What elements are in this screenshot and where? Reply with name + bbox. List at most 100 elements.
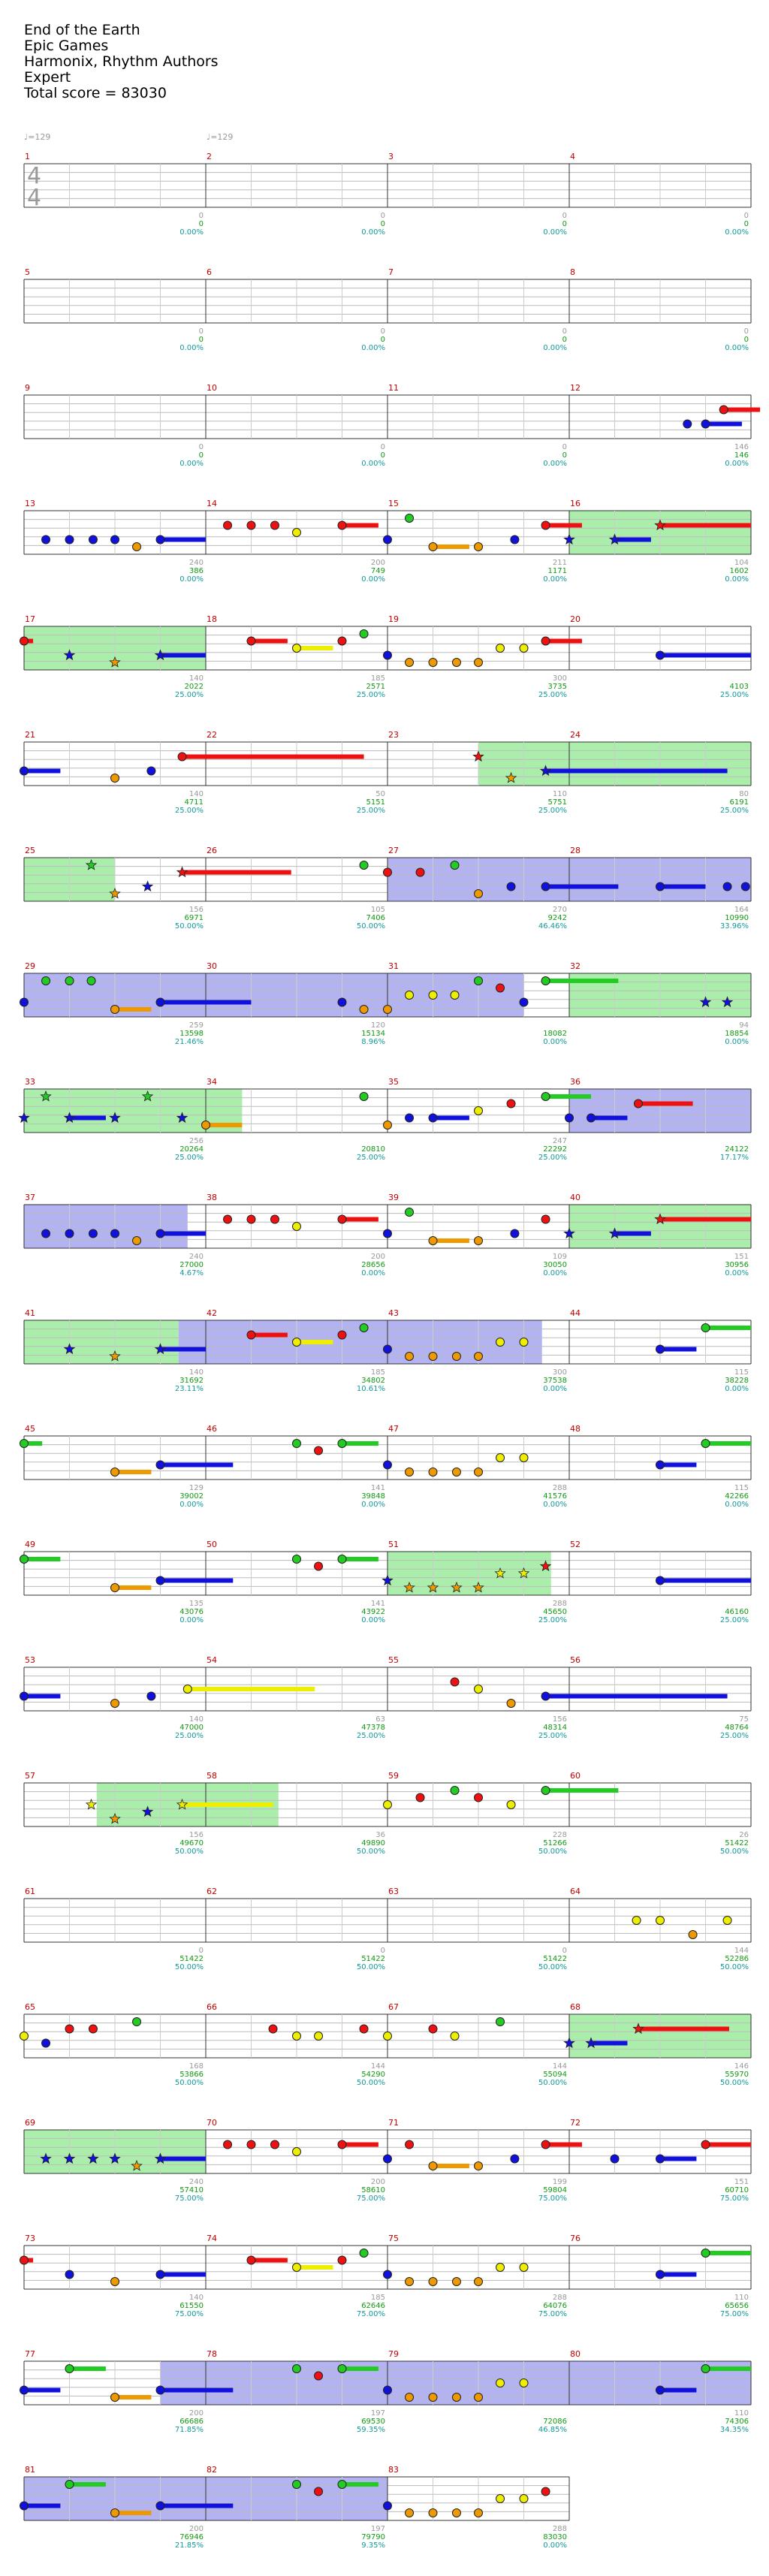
note-gem — [65, 535, 74, 544]
note-gem — [155, 2385, 165, 2395]
measure-score: 0 — [381, 443, 385, 451]
note-gem — [20, 1439, 29, 1448]
overdrive-percent: 25.00% — [720, 691, 749, 699]
note-gem — [474, 2393, 483, 2402]
measure-score: 129 — [189, 1484, 204, 1492]
note-gem — [474, 2277, 483, 2286]
overdrive-percent: 50.00% — [357, 1963, 385, 1971]
overdrive-percent: 21.46% — [175, 1038, 204, 1046]
note-gem — [701, 1439, 710, 1448]
sustain-tail — [545, 979, 619, 983]
note-gem — [510, 535, 520, 544]
measure-score: 200 — [189, 2409, 204, 2418]
star-note — [176, 866, 188, 878]
cumulative-score: 34802 — [361, 1377, 385, 1385]
measure-number: 23 — [388, 730, 399, 740]
measure-score: 270 — [553, 906, 567, 914]
cumulative-score: 83030 — [543, 2533, 567, 2541]
cumulative-score: 55970 — [725, 2071, 749, 2079]
note-gem — [405, 2393, 415, 2402]
measure-score: 0 — [744, 327, 749, 336]
sustain-tail — [115, 1585, 152, 1590]
note-gem — [314, 2032, 324, 2041]
measure-number: 2 — [207, 152, 212, 161]
measure-score: 228 — [553, 1831, 567, 1839]
measure-number: 55 — [388, 1655, 399, 1665]
measure-score: 288 — [553, 2294, 567, 2302]
sustain-tail — [24, 2503, 61, 2508]
star-note — [632, 2022, 644, 2035]
measure-score: 256 — [189, 1137, 204, 1145]
measure-number: 38 — [207, 1193, 217, 1202]
overdrive-percent: 0.00% — [543, 2541, 567, 2550]
sustain-tail — [115, 1470, 152, 1474]
note-gem — [292, 1222, 301, 1231]
overdrive-percent: 0.00% — [179, 575, 204, 584]
measure-number: 33 — [25, 1077, 35, 1087]
note-gem — [359, 1005, 369, 1014]
note-gem — [656, 1916, 665, 1925]
sustain-tail — [705, 2366, 751, 2371]
measure-number: 4 — [570, 152, 575, 161]
cumulative-score: 0 — [199, 336, 204, 344]
note-gem — [65, 2024, 74, 2034]
star-note — [539, 1560, 552, 1572]
overdrive-percent: 50.00% — [538, 2079, 567, 2087]
note-gem — [474, 1685, 483, 1694]
cumulative-score: 5151 — [366, 798, 385, 807]
cumulative-score: 18082 — [543, 1030, 567, 1038]
sustain-tail — [297, 1340, 333, 1344]
measure-number: 24 — [570, 730, 581, 740]
cumulative-score: 76946 — [179, 2533, 204, 2541]
measure-score: 200 — [189, 2525, 204, 2533]
note-gem — [656, 1344, 665, 1354]
note-gem — [359, 1092, 369, 1101]
overdrive-percent: 25.00% — [175, 691, 204, 699]
cumulative-score: 31692 — [179, 1377, 204, 1385]
note-gem — [405, 2140, 415, 2149]
note-gem — [383, 2032, 392, 2041]
overdrive-percent: 46.46% — [538, 922, 567, 931]
measure-score: 140 — [189, 790, 204, 798]
measure-number: 82 — [207, 2465, 217, 2475]
cumulative-score: 72086 — [543, 2418, 567, 2426]
note-gem — [405, 658, 415, 667]
note-gem — [155, 535, 165, 544]
sustain-tail — [660, 1347, 697, 1352]
measure-number: 44 — [570, 1308, 581, 1318]
star-note — [563, 2037, 575, 2049]
note-gem — [701, 1323, 710, 1332]
note-gem — [359, 1323, 369, 1332]
overdrive-percent: 25.00% — [357, 691, 385, 699]
measure-number: 7 — [388, 267, 394, 277]
overdrive-percent: 50.00% — [175, 2079, 204, 2087]
measure-score: 288 — [553, 1484, 567, 1492]
note-gem — [405, 2277, 415, 2286]
measure-score: 144 — [553, 2062, 567, 2071]
star-note — [176, 1112, 188, 1124]
note-gem — [86, 976, 96, 985]
note-gem — [541, 882, 550, 891]
note-gem — [383, 1460, 392, 1470]
measure-number: 60 — [570, 1771, 581, 1781]
measure-number: 13 — [25, 499, 35, 508]
note-gem — [110, 1229, 119, 1238]
measure-score: 120 — [371, 1021, 385, 1030]
sustain-tail — [160, 2156, 206, 2161]
song-title: End of the Earth — [24, 22, 140, 38]
note-gem — [428, 2277, 438, 2286]
measure-number: 22 — [207, 730, 217, 740]
cumulative-score: 51422 — [543, 1955, 567, 1963]
note-gem — [337, 2140, 347, 2149]
overdrive-percent: 75.00% — [357, 2310, 385, 2318]
note-gem — [20, 766, 29, 776]
tempo-marker: ♩=129 — [24, 132, 51, 142]
cumulative-score: 39848 — [361, 1492, 385, 1501]
measure-number: 20 — [570, 614, 581, 624]
note-gem — [506, 1699, 516, 1708]
cumulative-score: 20810 — [361, 1145, 385, 1154]
star-note — [381, 1574, 394, 1586]
sustain-tail — [545, 1788, 619, 1793]
note-gem — [383, 1344, 392, 1354]
star-note — [154, 2152, 167, 2164]
